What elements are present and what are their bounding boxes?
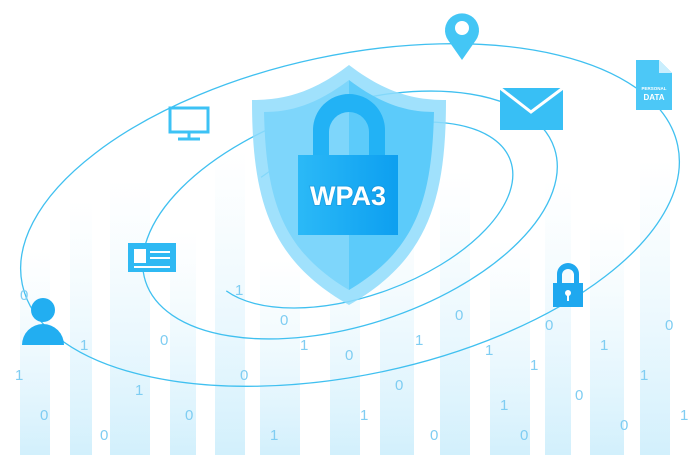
binary-digit: 1 xyxy=(360,407,368,424)
id-card-icon xyxy=(128,243,176,272)
binary-digit: 1 xyxy=(485,342,493,359)
wpa3-label: WPA3 xyxy=(310,181,386,211)
binary-digit: 0 xyxy=(185,407,193,424)
small-lock-icon xyxy=(553,263,583,307)
binary-digit: 1 xyxy=(235,282,243,299)
binary-digit: 0 xyxy=(280,312,288,329)
binary-digit: 0 xyxy=(545,317,553,334)
binary-digit: 0 xyxy=(40,407,48,424)
padlock-icon xyxy=(298,94,398,235)
binary-digit: 1 xyxy=(80,337,88,354)
binary-digit: 0 xyxy=(20,287,28,304)
binary-digit: 1 xyxy=(300,337,308,354)
binary-digit: 0 xyxy=(100,427,108,444)
binary-digit: 1 xyxy=(500,397,508,414)
binary-digit: 1 xyxy=(600,337,608,354)
binary-digit: 0 xyxy=(345,347,353,364)
binary-digit: 0 xyxy=(665,317,673,334)
binary-digit: 1 xyxy=(15,367,23,384)
location-pin-icon xyxy=(445,13,479,61)
binary-digit: 0 xyxy=(455,307,463,324)
envelope-icon xyxy=(499,86,564,130)
binary-digit: 0 xyxy=(395,377,403,394)
background-light-columns xyxy=(20,150,670,455)
monitor-icon xyxy=(168,106,210,141)
svg-text:DATA: DATA xyxy=(643,93,664,102)
binary-digit: 1 xyxy=(680,407,688,424)
binary-digit: 1 xyxy=(135,382,143,399)
binary-digit: 0 xyxy=(430,427,438,444)
binary-digits: 0 1 0 1 0 1 0 0 1 0 1 1 0 0 1 0 1 0 0 1 … xyxy=(15,282,688,444)
binary-digit: 0 xyxy=(240,367,248,384)
user-icon xyxy=(22,298,64,345)
binary-digit: 1 xyxy=(640,367,648,384)
binary-digit: 1 xyxy=(530,357,538,374)
binary-digit: 0 xyxy=(160,332,168,349)
binary-digit: 0 xyxy=(575,387,583,404)
binary-digit: 1 xyxy=(270,427,278,444)
personal-data-document-icon: PERSONAL DATA xyxy=(636,60,672,110)
binary-digit: 0 xyxy=(620,417,628,434)
binary-digit: 1 xyxy=(415,332,423,349)
svg-text:PERSONAL: PERSONAL xyxy=(641,86,666,91)
binary-digit: 0 xyxy=(520,427,528,444)
